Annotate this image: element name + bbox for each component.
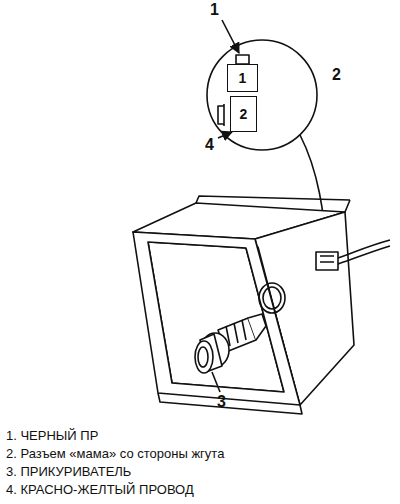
callout-number: 4: [205, 136, 214, 154]
part-number: 1: [239, 70, 247, 86]
lighter-knob-face: [195, 341, 213, 373]
leader-line: [218, 132, 232, 138]
front-frame: [133, 232, 300, 405]
legend-note: 4. КРАСНО-ЖЕЛТЫЙ ПРОВОД: [6, 482, 194, 497]
connector-half: 2: [230, 96, 257, 132]
lighter-tail: [248, 314, 266, 340]
part-number: 2: [240, 106, 248, 122]
connector-detail: [320, 256, 334, 262]
housing-lip: [196, 196, 350, 212]
legend-note: 1. ЧЕРНЫЙ ПР: [6, 428, 98, 443]
leader-line: [212, 372, 220, 392]
callout-number: 3: [217, 393, 226, 411]
callout-number: 2: [332, 66, 341, 84]
lighter-ribs: [226, 320, 246, 346]
zoom-circle: [207, 40, 317, 150]
socket-hole-rim: [263, 287, 281, 309]
leader-line: [222, 20, 239, 53]
harness-connector: [316, 252, 338, 270]
callout-number: 1: [210, 1, 219, 19]
frame-bottom: [158, 393, 302, 414]
connector-latch: [218, 104, 224, 126]
legend-note: 3. ПРИКУРИВАТЕЛЬ: [6, 464, 131, 479]
connector-tab: [236, 55, 249, 64]
legend-note: 2. Разъем «мама» со стороны жгута: [6, 446, 224, 461]
socket-hole: [259, 283, 285, 313]
lighter-knob-center: [198, 347, 208, 367]
harness-wire: [338, 240, 390, 264]
connector-half: 1: [227, 64, 258, 92]
